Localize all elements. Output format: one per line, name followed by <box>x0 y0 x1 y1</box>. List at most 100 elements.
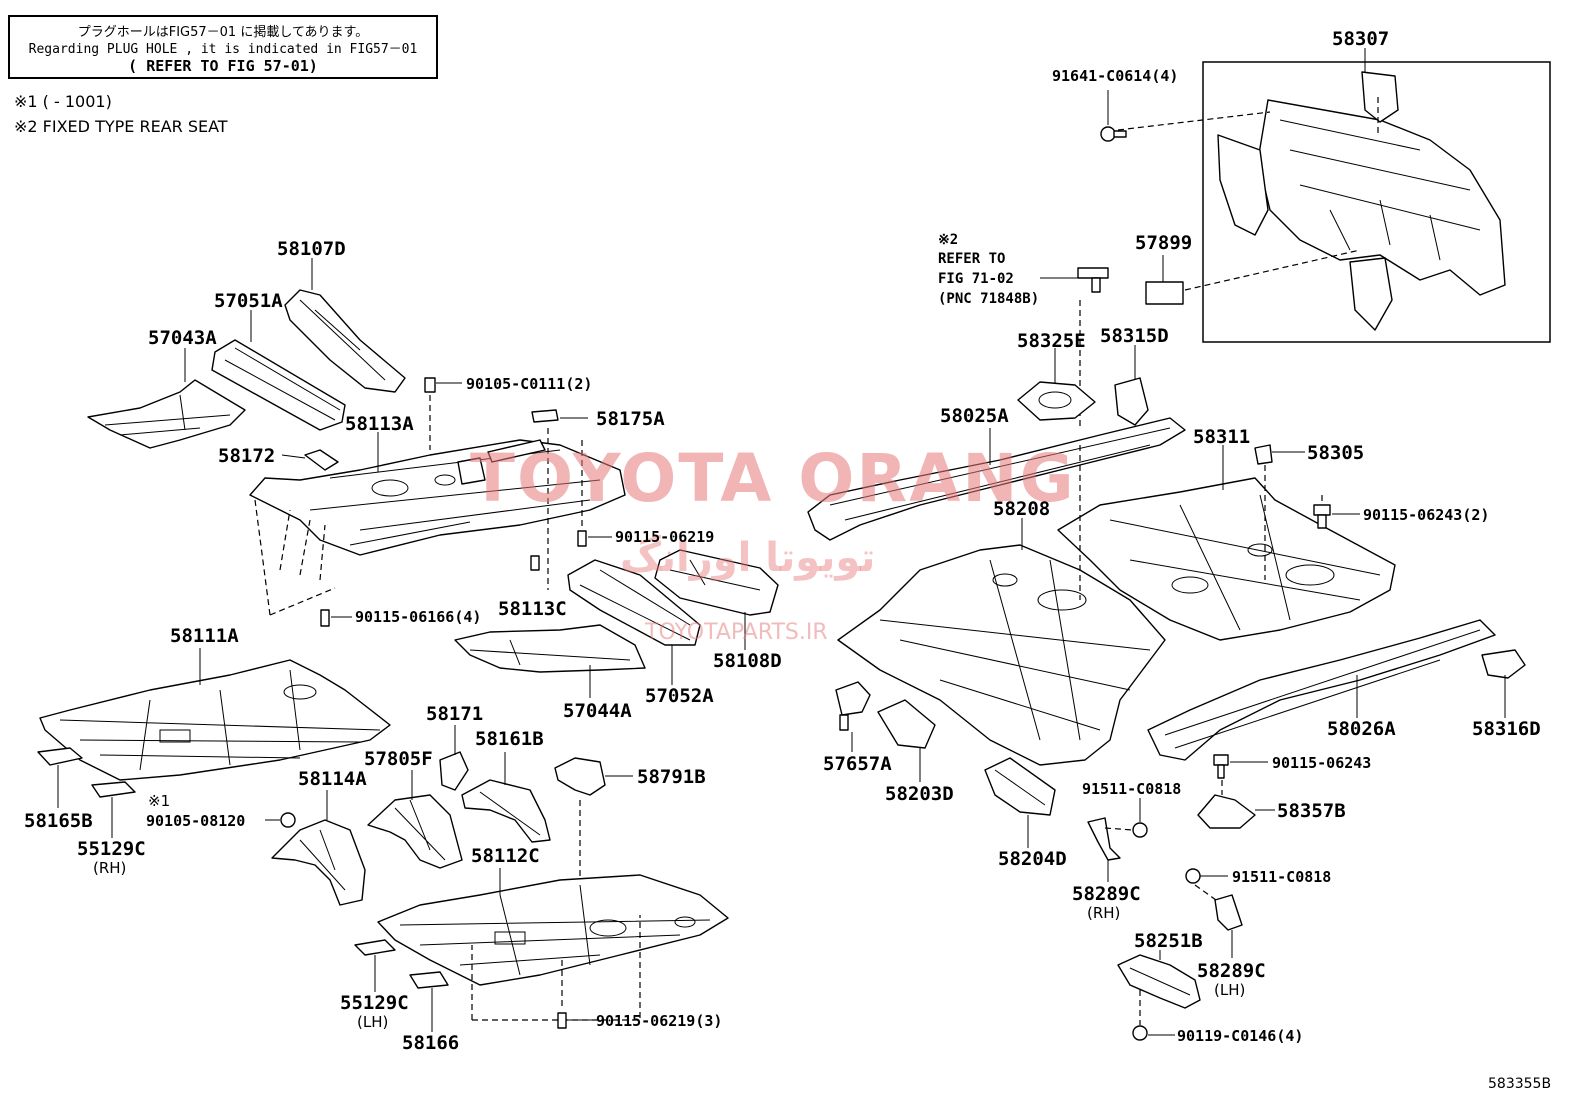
bolt-91511-C0818-a <box>1132 822 1148 838</box>
label-90115-06243-2: 90115-06243(2) <box>1363 506 1490 524</box>
label-58025A: 58025A <box>940 405 1009 427</box>
label-58113C: 58113C <box>498 598 567 620</box>
label-58175A: 58175A <box>596 408 665 430</box>
part-57052A-member <box>567 559 701 646</box>
label-58112C: 58112C <box>471 845 540 867</box>
label-footnote-mark-1: ※1 <box>148 792 171 810</box>
label-57043A: 57043A <box>148 327 217 349</box>
label-58305: 58305 <box>1307 442 1365 464</box>
part-57657A-bracket <box>835 681 871 731</box>
footnote-2: ※2 FIXED TYPE REAR SEAT <box>14 117 228 136</box>
watermark-site: TOYOTAPARTS.IR <box>645 620 828 645</box>
label-90115-06166: 90115-06166(4) <box>355 608 482 626</box>
label-58307: 58307 <box>1332 28 1390 50</box>
bolt-90119-C0146 <box>1132 1025 1148 1041</box>
part-58289C-lh-bracket <box>1214 894 1243 931</box>
footnote-1: ※1 ( - 1001) <box>14 92 112 111</box>
part-58026A-member <box>1147 619 1496 761</box>
label-57657A: 57657A <box>823 753 892 775</box>
label-58165B: 58165B <box>24 810 93 832</box>
label-58166: 58166 <box>402 1032 460 1054</box>
part-58315D-bracket <box>1114 377 1149 426</box>
figure-code: 583355B <box>1488 1076 1552 1092</box>
label-57044A: 57044A <box>563 700 632 722</box>
bolt-91511-C0818-b <box>1185 868 1201 884</box>
bolt-90115-06166 <box>320 609 330 627</box>
note-line-jp: プラグホールはFIG57－01 に掲載してあります。 <box>77 25 369 40</box>
part-58107D-rail <box>284 289 406 393</box>
label-58026A: 58026A <box>1327 718 1396 740</box>
part-58203D-bracket <box>877 699 936 749</box>
part-58204D-bracket <box>984 757 1056 816</box>
label-58311: 58311 <box>1193 426 1251 448</box>
part-58112C-floor <box>377 874 729 986</box>
part-58289C-rh-bracket <box>1087 817 1121 861</box>
part-58113A-floor <box>249 439 626 556</box>
part-58311-rear-floor <box>1057 477 1396 641</box>
part-58108D-member <box>654 549 779 616</box>
label-58289C-lh: 58289C <box>1197 960 1266 982</box>
bolt-90115-06219-a <box>577 530 587 547</box>
bolt-90105-C0111 <box>424 377 436 393</box>
label-58315D: 58315D <box>1100 325 1169 347</box>
label-58114A: 58114A <box>298 768 367 790</box>
bolt-ref-71848B <box>1077 267 1109 293</box>
part-58161B-bracket <box>461 779 551 843</box>
label-58289C-rh: 58289C <box>1072 883 1141 905</box>
part-58171-bracket <box>439 751 469 791</box>
part-58172-bracket <box>304 449 339 471</box>
label-58171: 58171 <box>426 703 484 725</box>
bolt-90105-08120 <box>280 812 296 828</box>
part-58166-pad <box>409 971 449 989</box>
refer-note-box: プラグホールはFIG57－01 に掲載してあります。 Regarding PLU… <box>8 15 438 79</box>
label-91511-C0818-a: 91511-C0818 <box>1082 780 1182 798</box>
label-57051A: 57051A <box>214 290 283 312</box>
bolt-90115-06243-2 <box>1313 504 1331 529</box>
part-57899-plug <box>1145 281 1184 305</box>
label-91641: 91641-C0614(4) <box>1052 67 1179 85</box>
label-91511-C0818-b: 91511-C0818 <box>1232 868 1332 886</box>
label-58316D: 58316D <box>1472 718 1541 740</box>
label-57052A: 57052A <box>645 685 714 707</box>
refer-line-2: FIG 71-02 <box>938 271 1014 287</box>
watermark-main: TOYOTA ORANG <box>470 440 1076 517</box>
refer-line-3: (PNC 71848B) <box>938 291 1040 307</box>
label-rh-2: (RH) <box>1087 904 1121 922</box>
label-55129C-rh: 55129C <box>77 838 146 860</box>
part-58251B-member <box>1117 954 1201 1009</box>
label-58325E: 58325E <box>1017 330 1086 352</box>
part-57051A-member <box>211 339 346 431</box>
label-90119-C0146: 90119-C0146(4) <box>1177 1027 1304 1045</box>
bolt-90115-06219-c <box>557 1012 567 1029</box>
note-line-refer: ( REFER TO FIG 57-01) <box>128 57 318 75</box>
label-57899: 57899 <box>1135 232 1193 254</box>
label-58791B: 58791B <box>637 766 706 788</box>
part-58025A-member <box>807 417 1186 541</box>
label-58113A: 58113A <box>345 413 414 435</box>
label-58108D: 58108D <box>713 650 782 672</box>
label-lh-1: (LH) <box>357 1013 389 1031</box>
label-58203D: 58203D <box>885 783 954 805</box>
part-55129C-lh-pad <box>354 939 396 956</box>
bolt-58113C <box>530 555 540 571</box>
part-57043A-extension <box>87 379 246 449</box>
part-57044A-extension <box>454 624 646 673</box>
label-58251B: 58251B <box>1134 930 1203 952</box>
label-58107D: 58107D <box>277 238 346 260</box>
part-57805F-bracket <box>367 794 463 869</box>
label-58204D: 58204D <box>998 848 1067 870</box>
part-58305-clip <box>1254 444 1273 465</box>
bolt-91641 <box>1100 126 1127 142</box>
part-58316D-bracket <box>1481 649 1526 679</box>
part-58325E-cover <box>1017 381 1096 421</box>
label-lh-2: (LH) <box>1214 981 1246 999</box>
bolt-90115-06243 <box>1213 754 1229 779</box>
label-90105-C0111: 90105-C0111(2) <box>466 375 593 393</box>
label-rh-1: (RH) <box>93 859 127 877</box>
part-58175A-plate <box>531 409 559 423</box>
watermark-arabic: تويوتا اورانگ <box>620 535 876 581</box>
part-58357B-bracket <box>1197 794 1256 829</box>
part-55129C-rh-pad <box>91 781 136 798</box>
refer-mark: ※2 <box>938 232 959 248</box>
